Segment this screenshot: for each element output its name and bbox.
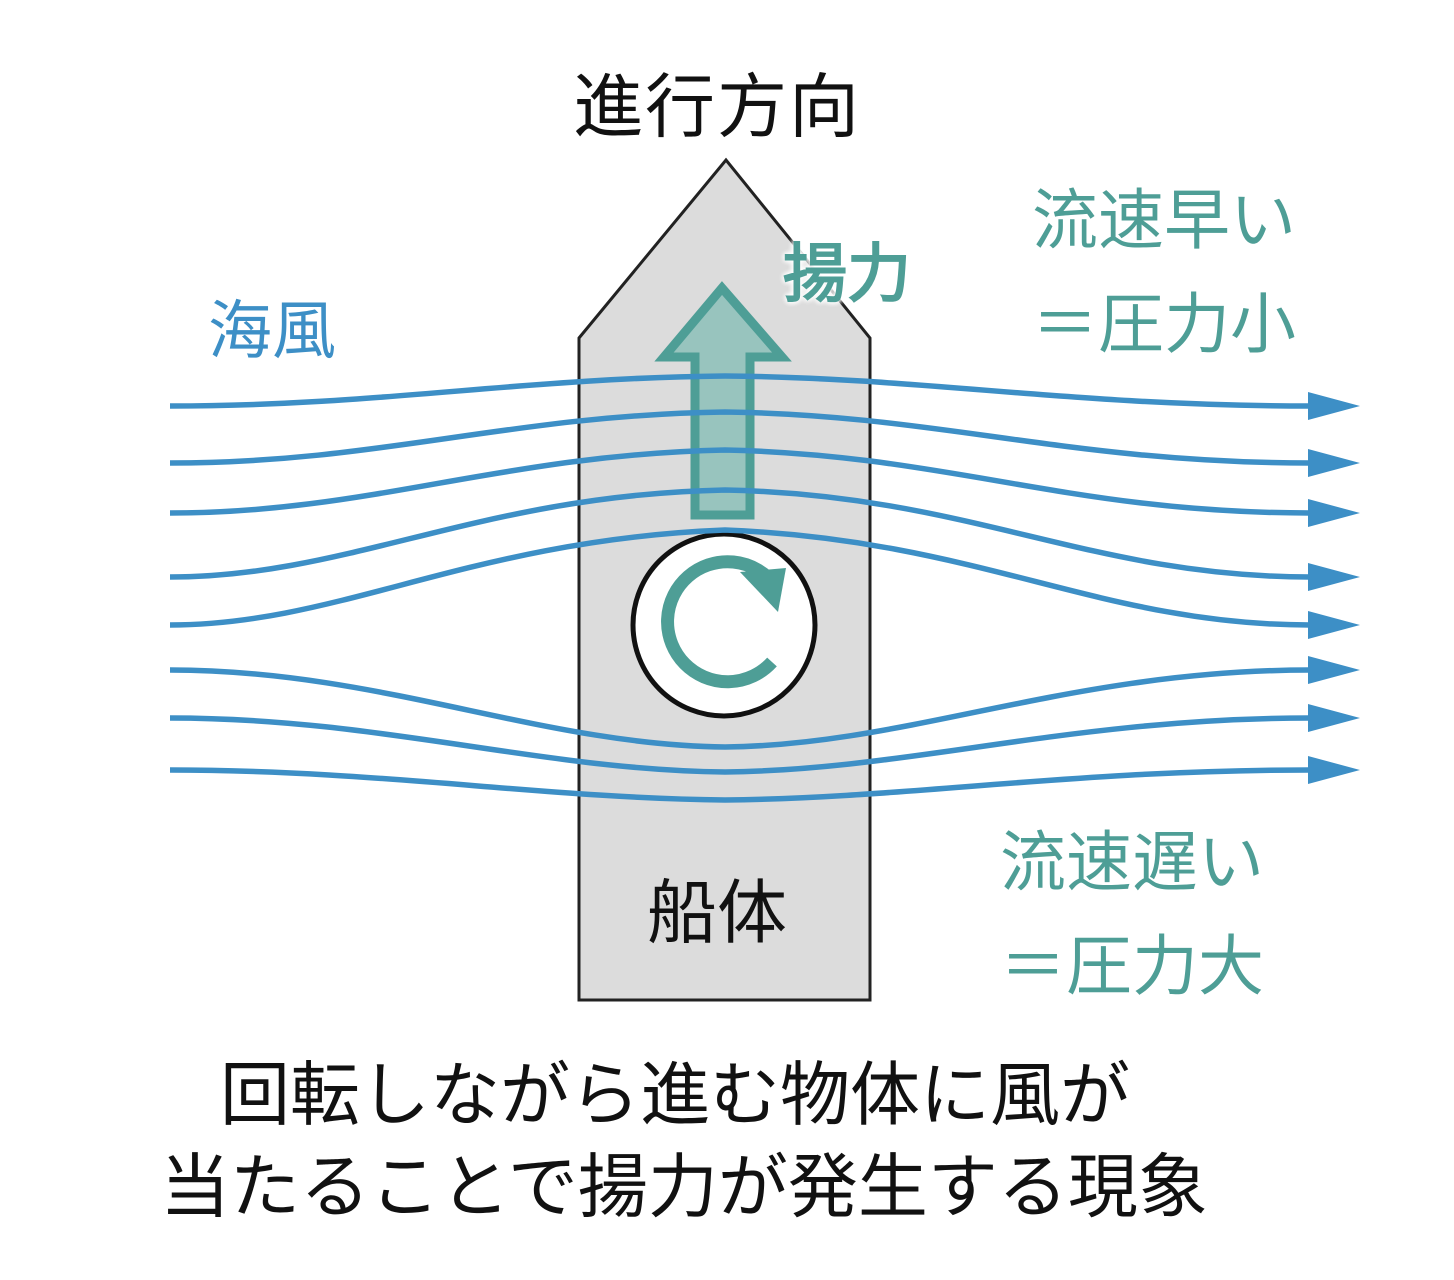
streamline-1 bbox=[169, 373, 1311, 409]
arrowhead-3 bbox=[1308, 499, 1360, 527]
arrowhead-2 bbox=[1308, 449, 1360, 477]
arrowhead-5 bbox=[1308, 611, 1360, 639]
streamline-7 bbox=[169, 715, 1311, 775]
lift-label: 揚力 bbox=[783, 238, 911, 312]
streamline-6 bbox=[169, 667, 1311, 750]
arrowhead-1 bbox=[1308, 392, 1360, 420]
streamline-3 bbox=[169, 447, 1311, 516]
streamline-2 bbox=[169, 409, 1311, 466]
streamline-4 bbox=[169, 487, 1311, 580]
caption-line1: 回転しながら進む物体に風が bbox=[220, 1054, 1130, 1136]
caption-line2: 当たることで揚力が発生する現象 bbox=[160, 1146, 1208, 1228]
clockwise-rotation-icon bbox=[630, 531, 818, 719]
wind-streamlines bbox=[169, 373, 1311, 803]
fast-flow-label-line1: 流速早い bbox=[1032, 182, 1296, 259]
sea-wind-label: 海風 bbox=[208, 295, 336, 369]
fast-flow-label-line2: ＝圧力小 bbox=[1032, 286, 1296, 363]
direction-label: 進行方向 bbox=[573, 66, 861, 148]
streamline-8 bbox=[169, 767, 1311, 803]
arrowhead-6 bbox=[1308, 656, 1360, 684]
arrowhead-7 bbox=[1308, 704, 1360, 732]
slow-flow-label-line2: ＝圧力大 bbox=[1000, 928, 1264, 1005]
arrowhead-4 bbox=[1308, 563, 1360, 591]
streamline-arrowheads bbox=[1308, 392, 1360, 784]
slow-flow-label-line1: 流速遅い bbox=[1000, 824, 1264, 901]
arrowhead-8 bbox=[1308, 756, 1360, 784]
hull-label: 船体 bbox=[647, 872, 787, 954]
streamline-5 bbox=[169, 527, 1311, 628]
